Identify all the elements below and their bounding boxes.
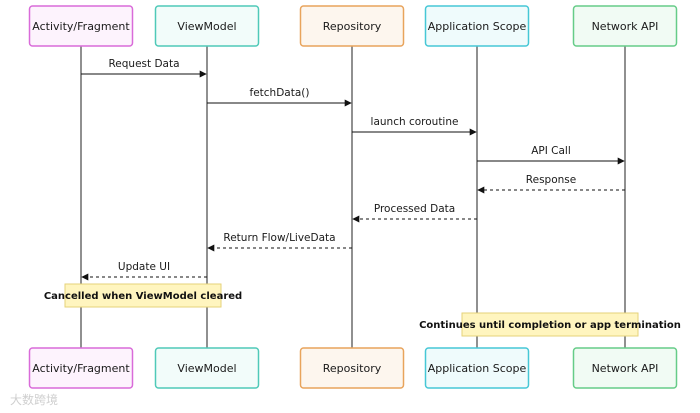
participant-rect (299, 5, 405, 47)
participant-box-top: ViewModel (154, 5, 260, 47)
participant-box-top: Activity/Fragment (28, 5, 134, 47)
message: Request Data (81, 58, 207, 78)
participant-label: Application Scope (428, 362, 527, 375)
participant-rect (424, 347, 530, 389)
message-label: Update UI (118, 261, 170, 273)
participant-rect (28, 5, 134, 47)
message: launch coroutine (352, 116, 477, 136)
participant-rect (154, 5, 260, 47)
note-text: Cancelled when ViewModel cleared (44, 291, 242, 302)
message-label: API Call (531, 145, 571, 157)
participant-rect (424, 5, 530, 47)
message-label: Response (526, 174, 576, 186)
watermark-text: 大数跨境 (10, 392, 58, 407)
participant-box-top: Network API (572, 5, 678, 47)
message: fetchData() (207, 87, 352, 107)
participant-label: ViewModel (177, 362, 236, 375)
participant-box-top: Application Scope (424, 5, 530, 47)
participant-box-bottom: Application Scope (424, 347, 530, 389)
message: Update UI (81, 261, 207, 281)
participant-box-bottom: Activity/Fragment (28, 347, 134, 389)
message: Processed Data (352, 203, 477, 223)
participant-box-bottom: Network API (572, 347, 678, 389)
participant-rect (572, 5, 678, 47)
note-box (64, 283, 222, 308)
participant-rect (572, 347, 678, 389)
message: Response (477, 174, 625, 194)
participants-bottom: Activity/Fragment ViewModel Repository Appl… (28, 347, 678, 389)
note-text: Continues until completion or app termin… (419, 320, 681, 331)
participant-rect (299, 347, 405, 389)
participant-label: ViewModel (177, 20, 236, 33)
participant-label: Application Scope (428, 20, 527, 33)
participant-label: Repository (323, 20, 382, 33)
participant-box-bottom: Repository (299, 347, 405, 389)
message-label: fetchData() (250, 87, 310, 99)
participant-label: Activity/Fragment (32, 20, 130, 33)
participant-label: Network API (592, 20, 659, 33)
message-label: Return Flow/LiveData (223, 232, 335, 244)
message: Return Flow/LiveData (207, 232, 352, 252)
message-label: Request Data (108, 58, 179, 70)
participant-label: Network API (592, 362, 659, 375)
messages: Request Data fetchData() launch coroutineA… (81, 58, 625, 281)
message-label: launch coroutine (371, 116, 459, 128)
note-box (461, 312, 639, 337)
participant-label: Repository (323, 362, 382, 375)
message-label: Processed Data (374, 203, 455, 215)
note-continues: Continues until completion or app termin… (419, 312, 681, 337)
participant-box-bottom: ViewModel (154, 347, 260, 389)
participant-rect (28, 347, 134, 389)
note-cancelled: Cancelled when ViewModel cleared (44, 283, 242, 308)
participants-top: Activity/Fragment ViewModel Repository Appl… (28, 5, 678, 47)
participant-rect (154, 347, 260, 389)
participant-box-top: Repository (299, 5, 405, 47)
message: API Call (477, 145, 625, 165)
participant-label: Activity/Fragment (32, 362, 130, 375)
watermark: 大数跨境 (10, 392, 58, 407)
